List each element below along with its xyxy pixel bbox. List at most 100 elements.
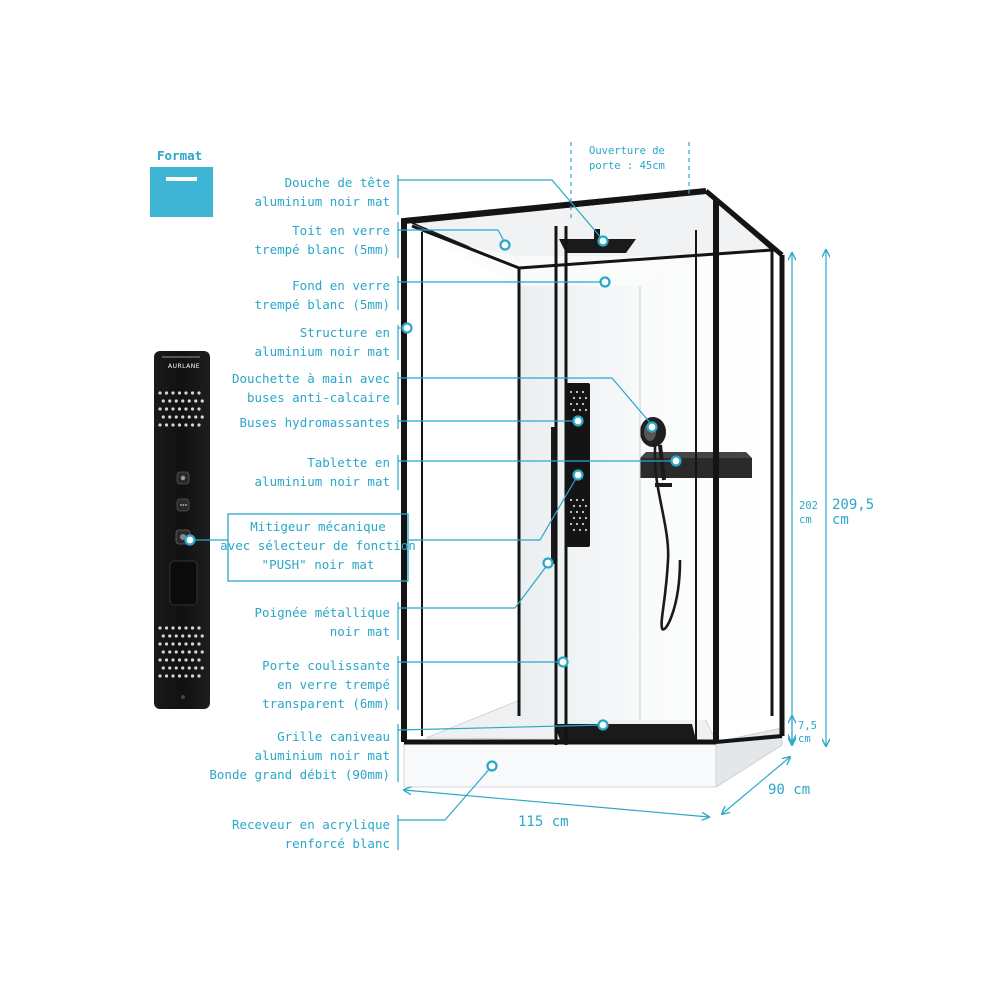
jet-dot [161, 399, 165, 403]
jet-dot [194, 415, 198, 419]
jet-dot [174, 399, 178, 403]
dim-height-inner-value: 202 [799, 500, 818, 512]
dim-height-total-value: 209,5 [832, 497, 874, 513]
dot-tray [486, 760, 498, 772]
jet-dot [171, 391, 175, 395]
jet-dot [197, 626, 201, 630]
jet-dot [174, 634, 178, 638]
column-jet-dot [578, 396, 582, 400]
hydromassage-column [566, 383, 590, 547]
label-toit-1: Toit en verre [292, 223, 390, 238]
jet-dot [194, 666, 198, 670]
jet-dot [197, 658, 201, 662]
jet-dot [184, 423, 188, 427]
jet-dot [168, 399, 172, 403]
jet-dot [190, 642, 195, 646]
label-poignee-1: Poignée métallique [255, 605, 390, 620]
jet-dot [171, 674, 175, 678]
column-jet-dot [572, 396, 576, 400]
jet-dot [190, 407, 195, 411]
leader-lines [192, 142, 826, 850]
jet-dot [200, 399, 204, 403]
dot-rain-head [597, 235, 609, 247]
jet-dot [177, 626, 182, 630]
column-jet-dot [569, 498, 573, 502]
dim-width: 115 cm [518, 814, 569, 830]
label-douche-tete-2: aluminium noir mat [255, 194, 390, 209]
drain-grille [554, 724, 696, 740]
jet-dot [197, 391, 201, 395]
jet-dot [161, 634, 165, 638]
dot-roof [499, 239, 511, 251]
jet-dot [190, 674, 195, 678]
column-jet-dot [575, 498, 579, 502]
label-fond-2: trempé blanc (5mm) [255, 297, 390, 312]
jet-dot [158, 642, 162, 646]
dim-height-total-unit: cm [832, 512, 849, 528]
column-jet-dot [569, 402, 573, 406]
door-opening-line2: porte : 45cm [589, 160, 665, 172]
jet-dot [177, 674, 182, 678]
jet-dot [164, 674, 169, 678]
label-douche-tete-1: Douche de tête [285, 175, 390, 190]
column-jet-dot [575, 510, 579, 514]
label-poignee-2: noir mat [330, 624, 390, 639]
jet-dot [177, 391, 182, 395]
jet-dot [200, 666, 204, 670]
column-jet-dot [575, 390, 579, 394]
jet-dot [181, 666, 185, 670]
jet-dot [181, 650, 185, 654]
jet-dot [171, 423, 175, 427]
column-jet-dot [581, 510, 585, 514]
dot-structure [401, 322, 413, 334]
jet-dot [177, 642, 182, 646]
jet-dot [190, 626, 195, 630]
column-jet-dot [572, 516, 576, 520]
hand-shower [640, 417, 682, 631]
dot-shelf [670, 455, 682, 467]
jet-dot [184, 674, 188, 678]
column-jet-dot [578, 408, 582, 412]
dot-grille [597, 719, 609, 731]
label-mitigeur-1: Mitigeur mécanique [250, 519, 385, 534]
label-mitigeur-2: avec sélecteur de fonction [220, 538, 416, 553]
label-receveur-1: Receveur en acrylique [232, 817, 390, 832]
jet-dot [181, 399, 185, 403]
jet-dot [184, 407, 188, 411]
column-jet-dot [572, 528, 576, 532]
label-grille-2: aluminium noir mat [255, 748, 390, 763]
jet-dot [161, 650, 165, 654]
jet-dot [184, 658, 188, 662]
metal-handle [551, 427, 555, 564]
jet-dot [177, 423, 182, 427]
jet-dot [164, 407, 169, 411]
jet-dot [187, 666, 191, 670]
column-jet-dot [581, 402, 585, 406]
jet-dot [187, 650, 191, 654]
jet-dot [171, 407, 175, 411]
jet-dot [194, 634, 198, 638]
jet-dot [164, 391, 169, 395]
jet-dot [177, 407, 182, 411]
jet-dot [177, 658, 182, 662]
jet-dot [200, 650, 204, 654]
jet-dot [164, 423, 169, 427]
column-jet-dot [578, 504, 582, 508]
jet-dot [168, 650, 172, 654]
label-grille-1: Grille caniveau [277, 729, 390, 744]
jet-dot [168, 666, 172, 670]
format-title: Format [157, 148, 202, 163]
dim-tray-unit: cm [798, 733, 811, 745]
dot-mixer-panel [184, 534, 196, 546]
column-jet-dot [581, 498, 585, 502]
rectangle-format-icon [150, 167, 213, 217]
jet-dot [197, 423, 201, 427]
label-porte-1: Porte coulissante [262, 658, 390, 673]
shower-cabin [401, 188, 785, 788]
column-jet-dot [581, 522, 585, 526]
jet-dot [171, 642, 175, 646]
column-jet-dot [572, 504, 576, 508]
jet-dot [197, 407, 201, 411]
panel-brand: AURLANE [168, 363, 200, 370]
